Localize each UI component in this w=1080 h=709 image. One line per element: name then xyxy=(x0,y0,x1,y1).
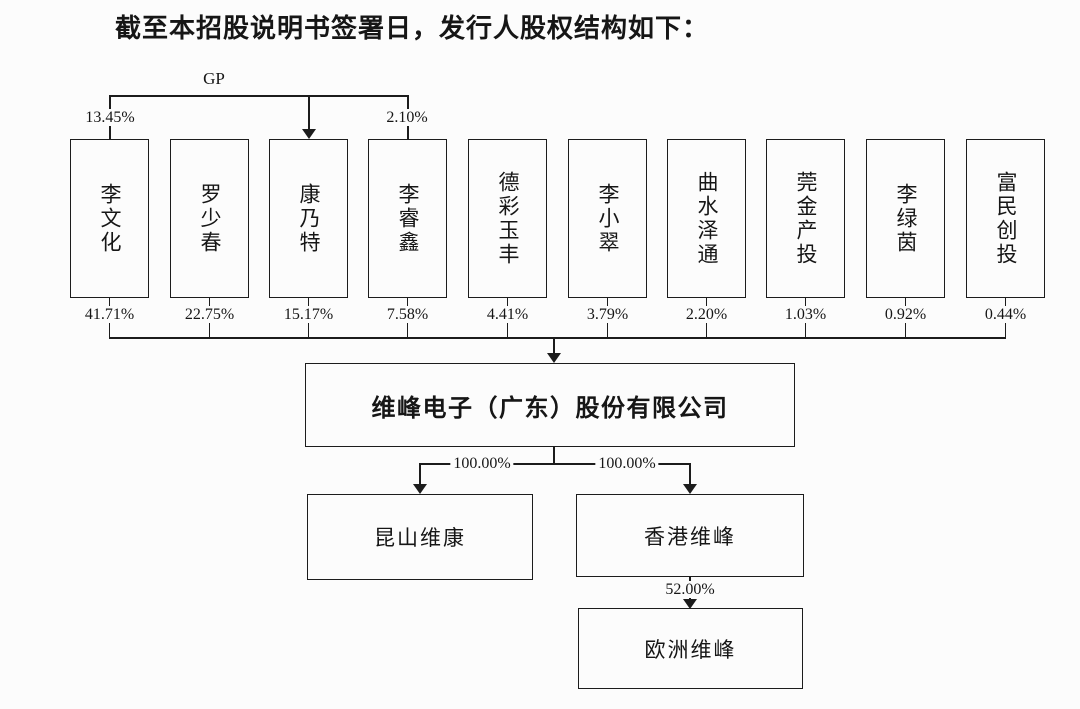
connector-line xyxy=(606,298,609,306)
arrowhead-down-icon xyxy=(413,484,427,494)
shareholder-unit: 李文化 41.71% xyxy=(70,139,149,337)
shareholder-box: 罗少春 xyxy=(170,139,249,298)
shareholder-name: 罗少春 xyxy=(198,182,222,255)
page-title: 截至本招股说明书签署日，发行人股权结构如下： xyxy=(115,14,710,43)
shareholder-percent: 41.71% xyxy=(84,306,135,323)
shareholder-percent: 1.03% xyxy=(784,306,827,323)
arrowhead-down-icon xyxy=(683,599,697,609)
connector-line xyxy=(606,323,609,337)
shareholder-percent: 2.20% xyxy=(685,306,728,323)
shareholder-box: 德彩玉丰 xyxy=(468,139,547,298)
subsidiary-box-europe: 欧洲维峰 xyxy=(578,608,803,689)
gp-percent-right: 2.10% xyxy=(383,109,431,126)
shareholder-name: 莞金产投 xyxy=(794,170,818,267)
shareholder-unit: 李睿鑫 7.58% xyxy=(368,139,447,337)
shareholder-name: 李绿茵 xyxy=(894,182,918,255)
shareholder-percent: 15.17% xyxy=(283,306,334,323)
shareholder-percent: 0.44% xyxy=(984,306,1027,323)
connector-line xyxy=(208,298,211,306)
gp-label: GP xyxy=(203,69,225,88)
gp-connector-line xyxy=(109,95,408,97)
shareholder-percent: 7.58% xyxy=(386,306,429,323)
connector-line xyxy=(208,323,211,337)
ownership-percent-hongkong: 100.00% xyxy=(595,455,659,472)
shareholder-unit: 康乃特 15.17% xyxy=(269,139,348,337)
shareholder-box: 富民创投 xyxy=(966,139,1045,298)
shareholder-name: 曲水泽通 xyxy=(695,170,719,267)
shareholder-percent: 0.92% xyxy=(884,306,927,323)
connector-line xyxy=(1004,323,1007,337)
connector-line xyxy=(108,323,111,337)
shareholder-unit: 富民创投 0.44% xyxy=(966,139,1045,337)
connector-line xyxy=(406,298,409,306)
shareholder-name: 李小翠 xyxy=(596,182,620,255)
issuer-name: 维峰电子（广东）股份有限公司 xyxy=(371,395,729,422)
subsidiary-name-europe: 欧洲维峰 xyxy=(644,637,737,662)
shareholder-percent: 4.41% xyxy=(486,306,529,323)
ownership-percent-kunshan: 100.00% xyxy=(450,455,514,472)
shareholder-percent: 3.79% xyxy=(586,306,629,323)
connector-line xyxy=(904,298,907,306)
connector-line xyxy=(705,323,708,337)
connector-line xyxy=(419,463,691,465)
connector-line xyxy=(108,298,111,306)
shareholder-unit: 曲水泽通 2.20% xyxy=(667,139,746,337)
shareholder-unit: 莞金产投 1.03% xyxy=(766,139,845,337)
shareholder-name: 康乃特 xyxy=(297,182,321,255)
shareholder-unit: 德彩玉丰 4.41% xyxy=(468,139,547,337)
shareholder-bus-line xyxy=(109,337,1006,339)
shareholder-box: 李小翠 xyxy=(568,139,647,298)
shareholder-box: 李绿茵 xyxy=(866,139,945,298)
issuer-box: 维峰电子（广东）股份有限公司 xyxy=(305,363,795,447)
connector-line xyxy=(705,298,708,306)
subsidiary-name-kunshan: 昆山维康 xyxy=(374,526,466,550)
shareholder-box: 李文化 xyxy=(70,139,149,298)
shareholder-unit: 李小翠 3.79% xyxy=(568,139,647,337)
connector-line xyxy=(689,464,691,485)
connector-line xyxy=(406,323,409,337)
shareholder-box: 曲水泽通 xyxy=(667,139,746,298)
connector-line xyxy=(904,323,907,337)
arrowhead-down-icon xyxy=(547,353,561,363)
connector-line xyxy=(804,323,807,337)
subsidiary-box-kunshan: 昆山维康 xyxy=(307,494,533,580)
connector-line xyxy=(307,323,310,337)
shareholder-name: 李文化 xyxy=(98,182,122,255)
gp-percent-left: 13.45% xyxy=(82,109,138,126)
subsidiary-name-hongkong: 香港维峰 xyxy=(644,524,736,549)
shareholder-name: 李睿鑫 xyxy=(396,182,420,255)
connector-line xyxy=(506,323,509,337)
connector-line xyxy=(307,298,310,306)
connector-line xyxy=(804,298,807,306)
arrowhead-down-icon xyxy=(302,129,316,139)
connector-line xyxy=(553,447,555,464)
connector-line xyxy=(1004,298,1007,306)
shareholder-name: 富民创投 xyxy=(994,170,1018,267)
shareholder-box: 康乃特 xyxy=(269,139,348,298)
shareholder-box: 李睿鑫 xyxy=(368,139,447,298)
shareholder-name: 德彩玉丰 xyxy=(496,170,520,267)
shareholder-unit: 李绿茵 0.92% xyxy=(866,139,945,337)
ownership-percent-europe: 52.00% xyxy=(662,581,718,598)
shareholder-box: 莞金产投 xyxy=(766,139,845,298)
shareholder-unit: 罗少春 22.75% xyxy=(170,139,249,337)
shareholder-percent: 22.75% xyxy=(184,306,235,323)
arrowhead-down-icon xyxy=(683,484,697,494)
connector-line xyxy=(419,464,421,485)
connector-line xyxy=(553,338,555,354)
connector-line xyxy=(506,298,509,306)
gp-connector-line xyxy=(308,95,310,131)
subsidiary-box-hongkong: 香港维峰 xyxy=(576,494,804,577)
